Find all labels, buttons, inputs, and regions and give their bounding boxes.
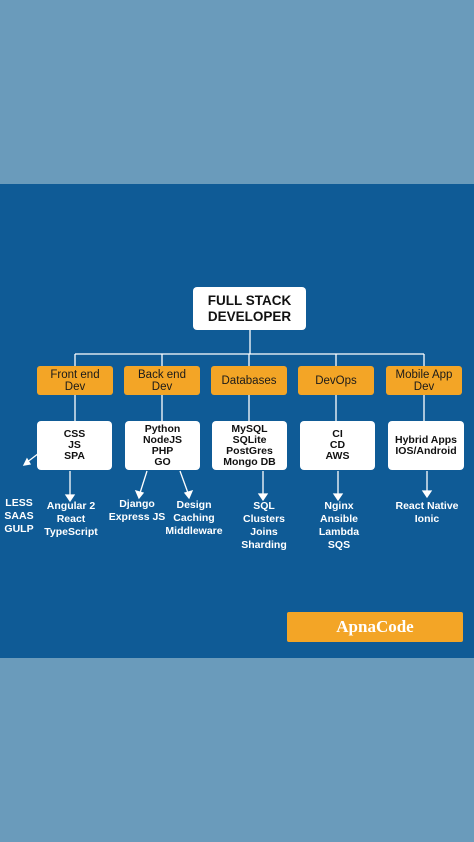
category-databases: Databases xyxy=(211,366,287,395)
diagram-panel: FULL STACK DEVELOPER Front end Dev Back … xyxy=(0,184,474,658)
arrow-backend-design xyxy=(179,470,189,494)
connector-lines xyxy=(22,330,433,503)
category-devops: DevOps xyxy=(298,366,374,395)
leaf-angular-react: Angular 2 React TypeScript xyxy=(44,500,98,538)
tech-mobile: Hybrid Apps IOS/Android xyxy=(388,421,464,470)
root-node: FULL STACK DEVELOPER xyxy=(193,287,306,330)
leaf-nginx-ansible: Nginx Ansible Lambda SQS xyxy=(318,500,360,551)
leaf-django-express: Django Express JS xyxy=(108,498,166,523)
category-frontend: Front end Dev xyxy=(37,366,113,395)
apnacode-logo: ApnaCode xyxy=(287,612,463,642)
leaf-design-caching: Design Caching Middleware xyxy=(165,499,223,537)
category-mobile: Mobile App Dev xyxy=(386,366,462,395)
tech-backend: Python NodeJS PHP GO xyxy=(125,421,200,470)
leaf-less-saas-gulp: LESS SAAS GULP xyxy=(4,497,34,535)
tech-devops: CI CD AWS xyxy=(300,421,375,470)
leaf-sql-clusters: SQL Clusters Joins Sharding xyxy=(241,500,287,551)
leaf-react-native: React Native Ionic xyxy=(395,500,459,525)
tech-frontend: CSS JS SPA xyxy=(37,421,112,470)
category-backend: Back end Dev xyxy=(124,366,200,395)
tech-databases: MySQL SQLite PostGres Mongo DB xyxy=(212,421,287,470)
arrow-backend-django xyxy=(139,470,148,494)
